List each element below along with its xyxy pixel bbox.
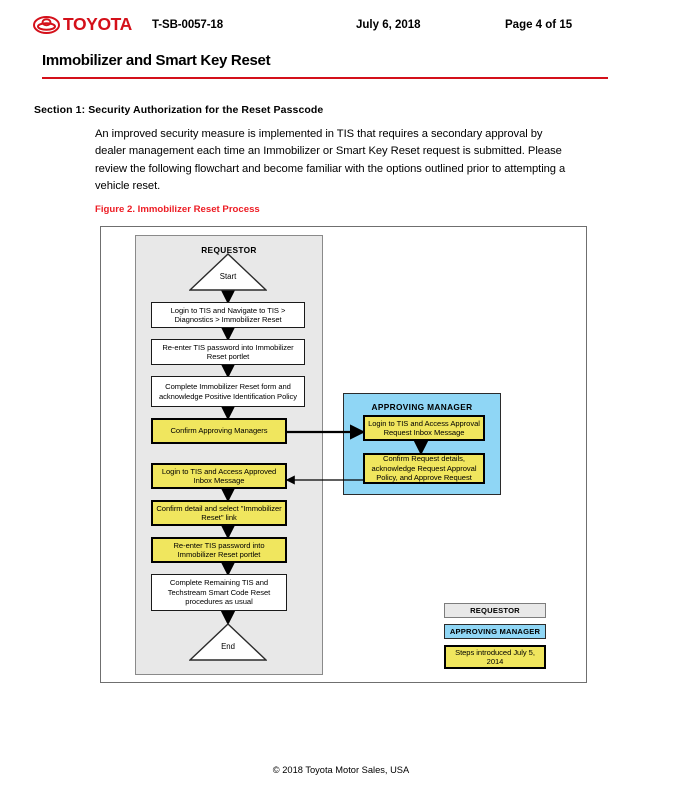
legend-approving-manager: APPROVING MANAGER xyxy=(444,624,546,639)
flow-node-manager-access-inbox: Login to TIS and Access Approval Request… xyxy=(363,415,485,441)
flow-node-complete-remaining: Complete Remaining TIS and Techstream Sm… xyxy=(151,574,287,611)
flow-node-end: End xyxy=(188,623,268,661)
figure-caption: Figure 2. Immobilizer Reset Process xyxy=(95,204,260,215)
flow-node-login-navigate: Login to TIS and Navigate to TIS > Diagn… xyxy=(151,302,305,328)
page-title: Immobilizer and Smart Key Reset xyxy=(42,52,271,69)
document-number: T-SB-0057-18 xyxy=(152,19,224,31)
flow-node-start-label: Start xyxy=(219,272,237,281)
flow-node-confirm-approving-managers: Confirm Approving Managers xyxy=(151,418,287,444)
page-footer: © 2018 Toyota Motor Sales, USA xyxy=(272,765,410,775)
legend-steps-introduced: Steps introduced July 5, 2014 xyxy=(444,645,546,669)
flow-node-reenter-password-2: Re-enter TIS password into Immobilizer R… xyxy=(151,537,287,563)
document-date: July 6, 2018 xyxy=(356,19,421,31)
flow-node-end-label: End xyxy=(221,642,235,651)
flow-node-manager-approve-request: Confirm Request details, acknowledge Req… xyxy=(363,453,485,484)
swimlane-manager-title: APPROVING MANAGER xyxy=(371,402,473,412)
legend-requestor: REQUESTOR xyxy=(444,603,546,618)
section-paragraph: An improved security measure is implemen… xyxy=(95,128,566,192)
page-header: TOYOTA T-SB-0057-18 July 6, 2018 Page 4 … xyxy=(0,0,682,46)
figure-frame: REQUESTOR APPROVING MANAGER xyxy=(100,226,587,683)
flow-node-confirm-detail-select-link: Confirm detail and select "Immobilizer R… xyxy=(151,500,287,526)
toyota-emblem-icon xyxy=(33,16,60,34)
section-heading: Section 1: Security Authorization for th… xyxy=(34,104,324,116)
page-indicator: Page 4 of 15 xyxy=(505,19,573,31)
toyota-logo: TOYOTA xyxy=(33,16,132,34)
flow-node-access-approved-inbox: Login to TIS and Access Approved Inbox M… xyxy=(151,463,287,489)
title-divider xyxy=(42,77,608,79)
flow-node-start: Start xyxy=(188,253,268,291)
flow-node-complete-form: Complete Immobilizer Reset form and ackn… xyxy=(151,376,305,407)
flow-node-reenter-password-1: Re-enter TIS password into Immobilizer R… xyxy=(151,339,305,365)
toyota-wordmark: TOYOTA xyxy=(63,14,132,35)
swimlane-requestor-title: REQUESTOR xyxy=(201,245,257,255)
